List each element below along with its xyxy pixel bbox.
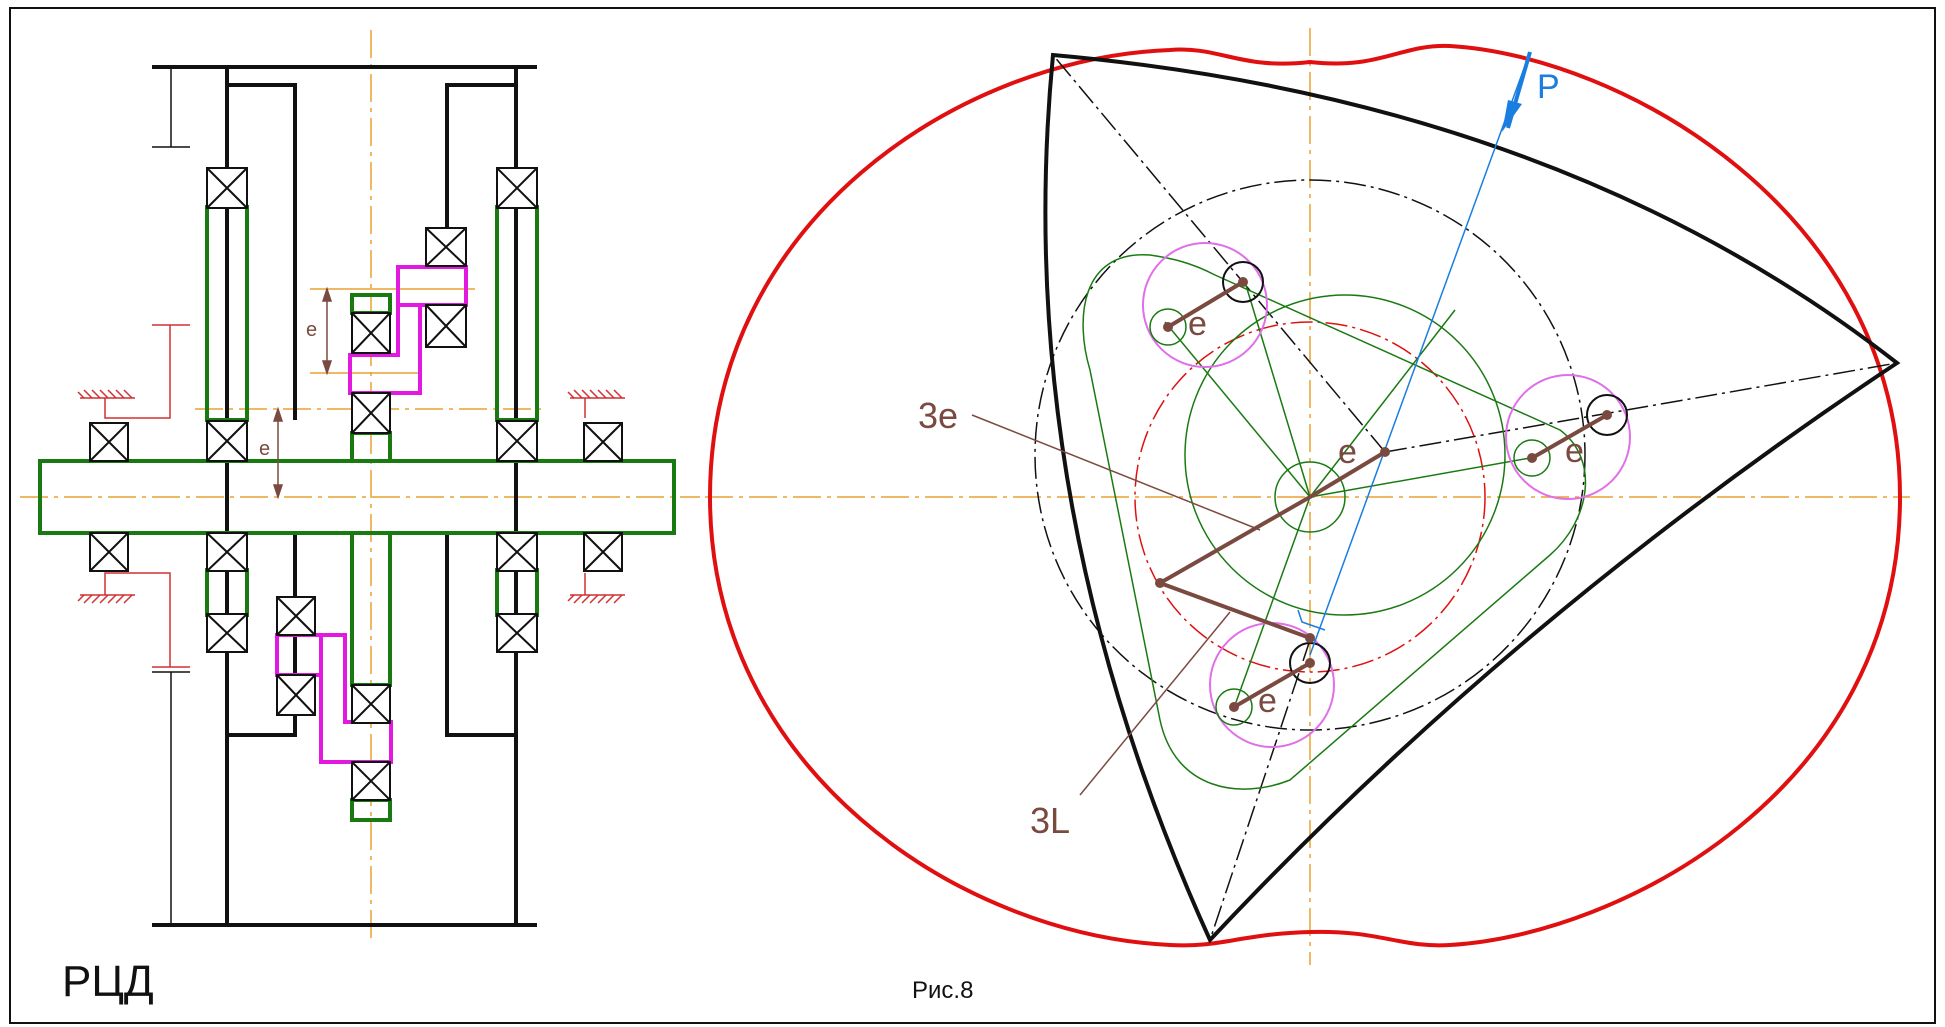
support-brackets [104,324,586,668]
housing-epitrochoid [707,43,1903,948]
bearing [496,613,538,653]
figure-caption: Рис.8 [912,977,973,1004]
bearing [425,227,467,267]
e-dimension-arrows [272,286,333,500]
bearing [351,684,391,724]
e-label-right: e [1565,432,1584,470]
pin-circles [1222,261,1628,684]
e-label-shaft: e [259,438,270,460]
bearing [496,532,538,572]
planet-center-circles [1149,308,1551,726]
rcd-schematic: e e РЦД [20,30,700,1006]
bearing [89,532,129,572]
rotor-geometry: P 3e 3L e e e e [705,28,1910,965]
bearing [351,312,391,354]
e-label-bottom: e [1258,682,1277,720]
rotor-triangle [1043,52,1901,944]
planet-circles [1142,242,1631,748]
leader-lines [971,414,1261,796]
green-links [205,205,539,822]
e-label-top: e [1188,305,1207,343]
eccentric-links [1159,280,1608,709]
rotor-construction-lines [1052,54,1898,941]
bearing [206,420,248,462]
link-joints [1155,277,1612,712]
base-circle [1134,321,1486,673]
force-arrowhead [1502,100,1522,132]
bearing [583,422,623,462]
rcd-title: РЦД [62,957,154,1006]
bearing [496,420,538,462]
force-line [1309,51,1531,656]
bearing [351,392,391,434]
force-label: P [1537,68,1560,106]
bearing [496,167,538,209]
bearing [583,532,623,572]
e-label-upper: e [306,319,317,341]
bearing [425,304,467,348]
bearing [89,422,129,462]
bearing [351,761,391,801]
housing-frame [152,65,537,927]
green-carrier [1082,254,1587,790]
bearing [206,167,248,209]
right-angle-mark [1297,609,1326,631]
pitch-circle [1034,179,1586,731]
dimension-marks [152,67,190,925]
label-3L: 3L [1030,800,1070,841]
e-label-center: e [1338,433,1357,471]
hatched-grounds [77,389,625,604]
bearing [276,596,316,636]
bearing [276,674,316,716]
bearings [89,167,623,801]
label-3e: 3e [918,395,958,436]
bearing [206,532,248,572]
bearing [206,613,248,653]
drawing-frame [9,7,1936,1024]
